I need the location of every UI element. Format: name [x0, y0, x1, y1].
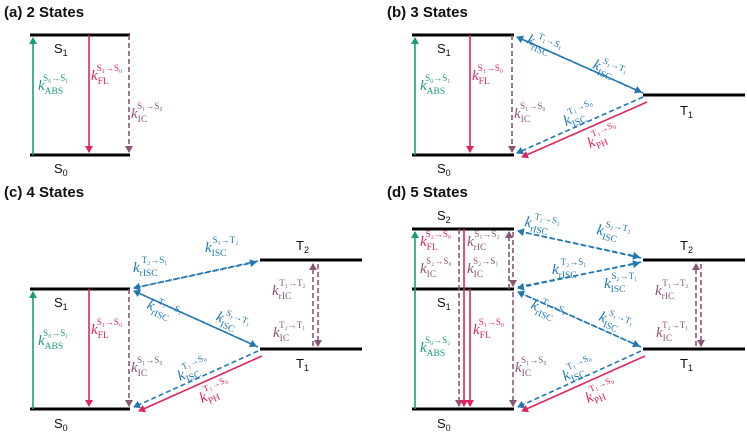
rate-ic-s2-s0: kICS₂→S₀: [420, 256, 451, 280]
rate-abs-s0-s1: kABSS₀→S₁: [420, 73, 450, 97]
rate-risc-t1-s2: krISCT₁→S₂: [527, 292, 568, 328]
isc-t1-s0-arrow: [517, 350, 642, 409]
state-label-s1: S1: [437, 295, 451, 312]
risc-t2-s1-arrow: [133, 260, 259, 291]
rate-risc-t2-s1: krISCT₂→S₁: [552, 257, 586, 281]
rate-fl-s1-s0: kFLS₁→S₀: [472, 63, 503, 87]
rate-fl-s1-s0: kFLS₁→S₀: [91, 63, 122, 87]
panel-c-title: (c) 4 States: [4, 184, 84, 201]
rate-ric-t1-t2: krICT₁→T₂: [655, 278, 689, 302]
rate-isc-s2-t1: kISCS₂→T₁: [604, 271, 637, 295]
rate-ic-s2-s1: kICS₂→S₁: [467, 256, 498, 280]
rate-isc-s1-t1: kISCS₁→T₁: [589, 52, 629, 87]
rate-ph-t1-s0: kPHT₁→S₀: [583, 119, 623, 154]
rate-abs-s0-s1: kABSS₀→S₁: [38, 328, 68, 352]
state-label-t1: T1: [296, 356, 309, 373]
isc-arrow: [516, 36, 642, 94]
rate-risc-t2-s2: krISCT₂→S₂: [523, 209, 562, 240]
isc-s1-t2-arrow: [133, 259, 257, 289]
panel-b-title: (b) 3 States: [387, 4, 468, 21]
state-label-t1: T1: [680, 356, 693, 373]
state-label-s0: S0: [54, 161, 68, 178]
ph-arrow: [521, 355, 646, 413]
rate-ic-s1-s0: kICS₁→S₀: [131, 101, 162, 125]
panel-c: (c) 4 States S1 S0 T2 T1 kABSS₀→S₁ kFLS₁…: [4, 184, 362, 432]
rate-ic-t2-t1: kICT₂→T₁: [656, 320, 688, 344]
panel-a-title: (a) 2 States: [4, 4, 84, 21]
state-label-t2: T2: [680, 238, 693, 255]
state-label-s0: S0: [54, 416, 68, 432]
state-label-s0: S0: [437, 161, 451, 178]
rate-ph-t1-s0: kPHT₁→S₀: [195, 374, 235, 409]
rate-isc-s2-t2: kISCS₂→T₂: [595, 217, 633, 247]
rate-fl-s1-s0: kFLS₁→S₀: [91, 317, 122, 341]
panel-d: (d) 5 States S2 S1 S0 T2 T1 kFLS₂→S₀ kIC…: [387, 184, 745, 432]
isc-t1-s0-arrow: [516, 96, 644, 155]
rate-ric-s1-s2: krICS₁→S₂: [467, 229, 500, 253]
state-label-s1: S1: [54, 41, 68, 58]
state-label-t2: T2: [296, 238, 309, 255]
state-label-s0: S0: [437, 416, 451, 432]
rate-ic-t2-t1: kICT₂→T₁: [273, 320, 305, 344]
state-label-t1: T1: [680, 103, 693, 120]
rate-risc-t1-s1: krISCT₁→S₁: [523, 27, 564, 63]
rate-fl-s1-s0: kFLS₁→S₀: [473, 317, 504, 341]
state-label-s1: S1: [54, 295, 68, 312]
rate-ic-s1-s0: kICS₁→S₀: [131, 355, 162, 379]
isc-t1-s0-arrow: [133, 350, 259, 409]
state-label-s2: S2: [437, 208, 451, 225]
isc-s2-t1-arrow: [517, 260, 640, 288]
isc-s1-t1-arrow: [517, 291, 640, 348]
panel-b: (b) 3 States S1 S0 T1 kABSS₀→S₁ kFLS₁→S₀…: [387, 4, 745, 178]
isc-s2-t2-arrow: [517, 230, 640, 260]
rate-ic-s1-s0: kICS₁→S₀: [514, 101, 545, 125]
rate-ric-t1-t2: krICT₁→T₂: [272, 278, 306, 302]
rate-isc-s1-t2: kISCS₁→T₂: [205, 235, 238, 259]
rate-fl-s2-s0: kFLS₂→S₀: [420, 229, 451, 253]
state-label-s1: S1: [437, 41, 451, 58]
panel-a: (a) 2 States S1 S0 kABSS₀→S₁ kFLS₁→S₀ kI…: [4, 4, 162, 178]
rate-risc-t2-s1: krISCT₂→S₁: [133, 255, 167, 279]
rate-abs-s0-s2: kABSS₀→S₂: [420, 335, 450, 359]
panel-d-title: (d) 5 States: [387, 184, 468, 201]
rate-abs-s0-s1: kABSS₀→S₁: [38, 73, 68, 97]
isc-s1-t1-arrow: [133, 290, 257, 348]
rate-ic-s1-s0: kICS₁→S₀: [515, 355, 546, 379]
ph-arrow: [138, 355, 263, 413]
rate-ph-t1-s0: kPHT₁→S₀: [581, 374, 621, 409]
ph-arrow: [521, 101, 648, 159]
